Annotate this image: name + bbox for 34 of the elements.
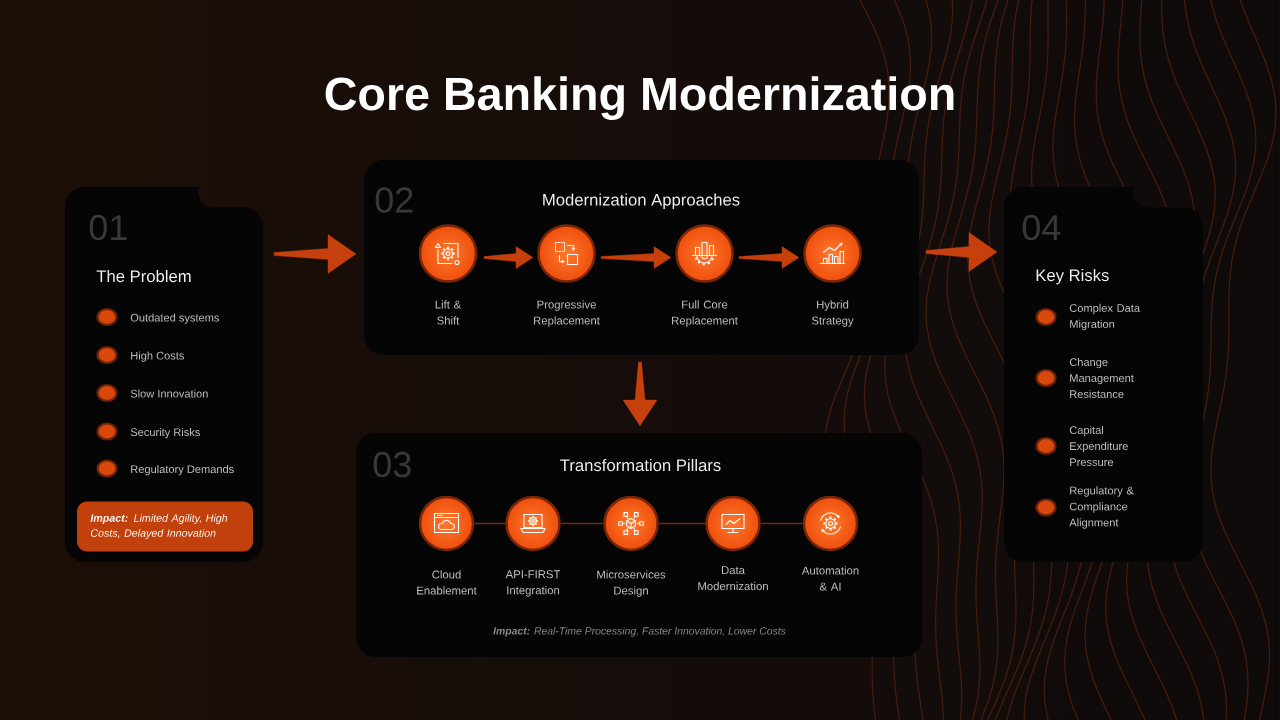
connector-line xyxy=(759,522,804,525)
circle-label: Automation & AI xyxy=(801,566,859,591)
connector-line xyxy=(657,522,707,525)
list-item: Outdated systems xyxy=(130,313,220,324)
list-item: Security Risks xyxy=(130,428,200,439)
arrow xyxy=(622,361,658,427)
panel-heading: Modernization Approaches xyxy=(543,193,740,209)
panel-heading: The Problem xyxy=(96,269,191,283)
circle-label: API-FIRST Integration xyxy=(505,570,561,597)
circle-label: Lift & Shift xyxy=(435,300,462,325)
panel-heading: Transformation Pillars xyxy=(560,458,721,472)
circle-label: Hybrid Strategy xyxy=(811,300,854,327)
list-item: Change Management Resistance xyxy=(1069,357,1134,399)
arrow xyxy=(925,232,998,272)
connector-line xyxy=(559,522,605,525)
circle-label: Data Modernization xyxy=(698,566,768,591)
title: Core Banking Modernization xyxy=(325,76,954,120)
circle-label: Cloud Enablement xyxy=(417,570,477,595)
impact-note: Impact: Real-Time Processing, Faster Innovation, Lower Costs xyxy=(493,626,786,637)
impact-box: Impact: Limited Agility, High Costs, Delayed Innovation xyxy=(77,501,253,552)
circle-label: Microservices Design xyxy=(597,570,666,597)
list-item: Regulatory & Compliance Alignment xyxy=(1069,486,1134,529)
panel-heading: Key Risks xyxy=(1036,268,1109,285)
list-item: Capital Expenditure Pressure xyxy=(1069,425,1128,467)
circle-label: Full Core Replacement xyxy=(672,300,738,327)
list-item: Regulatory Demands xyxy=(131,465,234,476)
list-item: High Costs xyxy=(131,351,184,362)
arrow xyxy=(600,246,672,269)
list-item: Slow Innovation xyxy=(130,389,208,398)
arrow xyxy=(483,246,534,269)
arrow xyxy=(738,246,800,269)
circle-label: Progressive Replacement xyxy=(534,300,600,327)
list-item: Complex Data Migration xyxy=(1069,303,1140,331)
connector-line xyxy=(473,522,507,525)
